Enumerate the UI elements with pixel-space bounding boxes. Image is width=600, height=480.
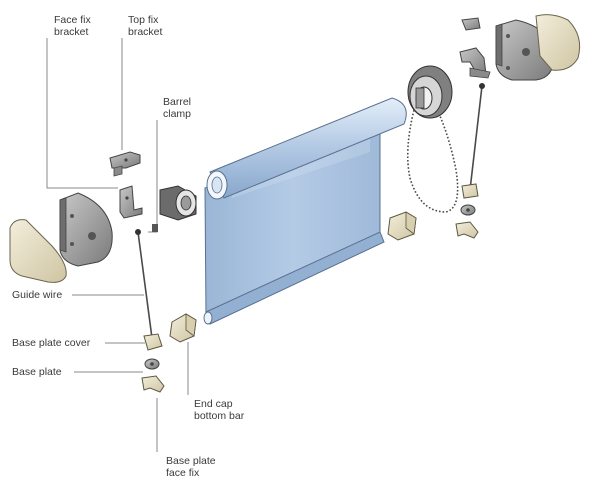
control-mechanism: [407, 65, 453, 119]
left-base-plate-face-fix: [141, 375, 165, 393]
right-small-bracket: [461, 17, 481, 31]
leader-face-fix-bracket: [46, 38, 118, 189]
left-end-cap-bottom-bar: [169, 313, 197, 343]
right-end-cover: [535, 14, 581, 71]
label-base-plate: Base plate: [12, 366, 62, 378]
roller-tube: [206, 97, 407, 200]
label-top-fix-bracket: Top fix bracket: [128, 14, 163, 38]
bead-chain: [406, 109, 459, 213]
right-top-fix-bracket: [459, 47, 491, 79]
right-base-plate: [460, 204, 476, 216]
barrel-clamp: [152, 185, 197, 232]
left-face-fix-bracket: [119, 185, 143, 219]
right-guide-wire: [469, 83, 485, 191]
label-guide-wire: Guide wire: [12, 289, 63, 301]
right-base-plate-cover: [461, 183, 479, 199]
right-end-cap-bottom-bar: [387, 211, 417, 241]
label-face-fix-bracket: Face fix bracket: [54, 14, 91, 38]
bottom-bar: [203, 231, 385, 325]
left-base-plate-cover: [143, 333, 163, 351]
leader-barrel-clamp: [148, 120, 158, 233]
left-bracket: [59, 192, 113, 267]
label-barrel-clamp: Barrel clamp: [163, 96, 192, 120]
left-top-fix-bracket: [109, 151, 141, 177]
label-base-plate-face-fix: Base plate face fix: [166, 455, 216, 479]
left-guide-wire: [135, 229, 153, 339]
left-base-plate: [144, 358, 160, 370]
label-end-cap-bottom-bar: End cap bottom bar: [194, 398, 245, 422]
label-base-plate-cover: Base plate cover: [12, 337, 91, 349]
left-end-cover: [9, 219, 67, 283]
right-base-plate-face-fix: [455, 221, 479, 239]
